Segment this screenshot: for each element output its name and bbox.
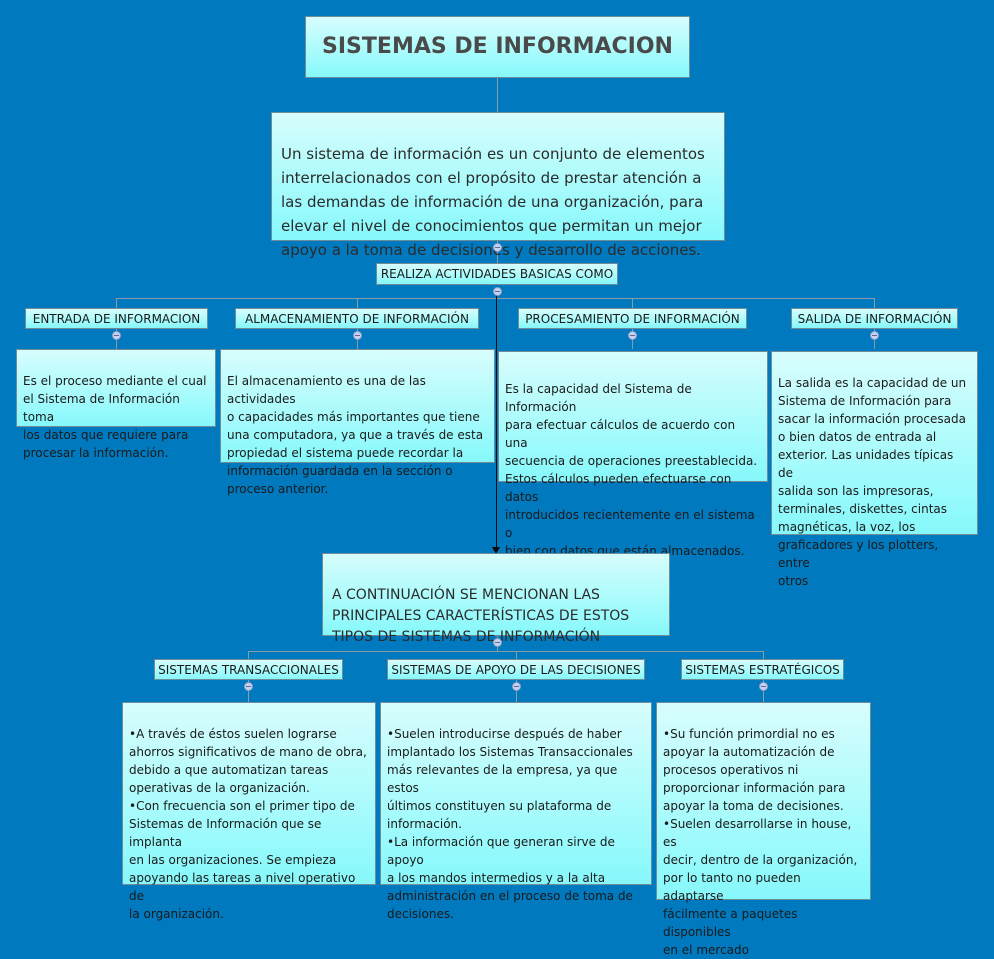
collapse-toggle-icon[interactable] xyxy=(870,331,879,340)
type-label: SISTEMAS DE APOYO DE LAS DECISIONES xyxy=(391,663,641,677)
activity-text: El almacenamiento es una de las activida… xyxy=(227,374,484,496)
relationship-arrow-line xyxy=(496,294,497,548)
collapse-toggle-icon[interactable] xyxy=(493,638,502,647)
connector-salida xyxy=(874,298,875,308)
connector-apoyo xyxy=(516,651,517,659)
connector-transaccionales-text xyxy=(248,680,249,702)
type-estrategicos-description[interactable]: •Su función primordial no es apoyar la a… xyxy=(656,702,871,957)
connector-estrategicos-text xyxy=(763,680,764,702)
type-text: •Suelen introducirse después de haber im… xyxy=(387,727,633,921)
connector-entrada xyxy=(116,298,117,308)
root-title: SISTEMAS DE INFORMACION xyxy=(322,34,673,59)
activity-text: Es el proceso mediante el cual el Sistem… xyxy=(23,374,207,460)
collapse-toggle-icon[interactable] xyxy=(353,331,362,340)
collapse-toggle-icon[interactable] xyxy=(244,682,253,691)
type-apoyo-decisiones-description[interactable]: •Suelen introducirse después de haber im… xyxy=(380,702,652,921)
collapse-toggle-icon[interactable] xyxy=(493,243,502,252)
activities-label: REALIZA ACTIVIDADES BASICAS COMO xyxy=(380,267,614,281)
type-apoyo-decisiones-topic[interactable]: SISTEMAS DE APOYO DE LAS DECISIONES xyxy=(387,659,645,680)
collapse-toggle-icon[interactable] xyxy=(493,287,502,296)
types-intro-topic[interactable]: A CONTINUACIÓN SE MENCIONAN LAS PRINCIPA… xyxy=(322,553,670,645)
connector-activities-bus xyxy=(116,298,875,299)
collapse-toggle-icon[interactable] xyxy=(512,682,521,691)
connector-types-bus xyxy=(248,651,763,652)
activity-text: Es la capacidad del Sistema de Informaci… xyxy=(505,382,758,558)
connector-apoyo-text xyxy=(516,680,517,702)
connector-root-definition xyxy=(497,78,498,112)
connector-almacenamiento xyxy=(357,298,358,308)
relationship-arrow-head xyxy=(492,547,500,554)
activity-label: ENTRADA DE INFORMACION xyxy=(32,312,201,326)
activity-label: ALMACENAMIENTO DE INFORMACIÓN xyxy=(245,312,469,326)
collapse-toggle-icon[interactable] xyxy=(628,331,637,340)
activity-label: PROCESAMIENTO DE INFORMACIÓN xyxy=(525,312,740,326)
definition-topic[interactable]: Un sistema de información es un conjunto… xyxy=(271,112,725,259)
types-intro-text: A CONTINUACIÓN SE MENCIONAN LAS PRINCIPA… xyxy=(332,587,630,645)
connector-procesamiento xyxy=(632,298,633,308)
activities-topic[interactable]: REALIZA ACTIVIDADES BASICAS COMO xyxy=(376,263,618,285)
connector-definition-activities xyxy=(497,241,498,263)
type-estrategicos-topic[interactable]: SISTEMAS ESTRATÉGICOS xyxy=(681,659,844,680)
activity-label: SALIDA DE INFORMACIÓN xyxy=(797,312,952,326)
activity-entrada-topic[interactable]: ENTRADA DE INFORMACION xyxy=(25,308,208,329)
type-label: SISTEMAS TRANSACCIONALES xyxy=(158,663,339,677)
type-text: •Su función primordial no es apoyar la a… xyxy=(663,727,858,957)
definition-text: Un sistema de información es un conjunto… xyxy=(281,145,705,259)
activity-salida-description[interactable]: La salida es la capacidad de un Sistema … xyxy=(771,351,978,588)
activity-text: La salida es la capacidad de un Sistema … xyxy=(778,376,967,588)
activity-almacenamiento-description[interactable]: El almacenamiento es una de las activida… xyxy=(220,349,495,496)
activity-procesamiento-topic[interactable]: PROCESAMIENTO DE INFORMACIÓN xyxy=(518,308,747,329)
type-transaccionales-topic[interactable]: SISTEMAS TRANSACCIONALES xyxy=(154,659,343,680)
connector-estrategicos xyxy=(763,651,764,659)
activity-almacenamiento-topic[interactable]: ALMACENAMIENTO DE INFORMACIÓN xyxy=(235,308,479,329)
collapse-toggle-icon[interactable] xyxy=(112,331,121,340)
activity-entrada-description[interactable]: Es el proceso mediante el cual el Sistem… xyxy=(16,349,216,460)
connector-transaccionales xyxy=(248,651,249,659)
activity-salida-topic[interactable]: SALIDA DE INFORMACIÓN xyxy=(791,308,958,329)
type-transaccionales-description[interactable]: •A través de éstos suelen lograrse ahorr… xyxy=(122,702,376,921)
type-text: •A través de éstos suelen lograrse ahorr… xyxy=(129,727,367,921)
root-topic[interactable]: SISTEMAS DE INFORMACION xyxy=(305,16,690,78)
type-label: SISTEMAS ESTRATÉGICOS xyxy=(685,663,840,677)
collapse-toggle-icon[interactable] xyxy=(759,682,768,691)
activity-procesamiento-description[interactable]: Es la capacidad del Sistema de Informaci… xyxy=(498,351,768,558)
